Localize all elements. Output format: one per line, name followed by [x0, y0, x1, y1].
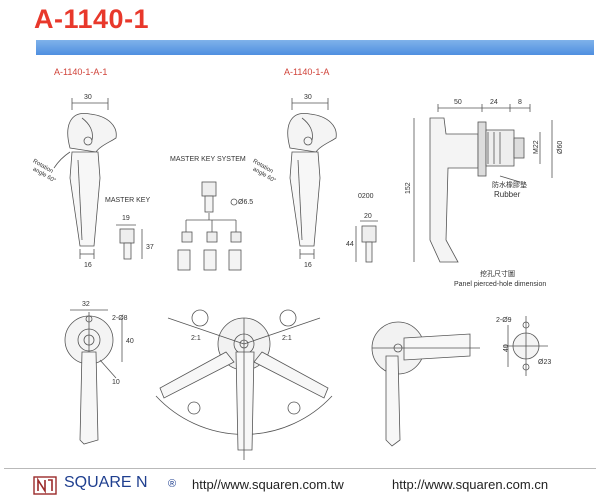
- dim-cut-holes: 2-Ø9: [496, 317, 512, 324]
- middle-handle-drawing: [287, 98, 337, 259]
- dim-front-holes: 2-Ø8: [112, 315, 128, 322]
- technical-drawing: A-1140-1-A-1 A-1140-1-A 30 16 Rotation a…: [32, 67, 564, 460]
- left-model-label: A-1140-1-A-1: [54, 67, 107, 77]
- panel-cutout-drawing: [504, 316, 548, 376]
- rubber-en-label: Rubber: [494, 190, 521, 199]
- scale-left-label: 2:1: [191, 335, 201, 342]
- dim-side-50: 50: [454, 99, 462, 106]
- master-key-system-drawing: [177, 181, 242, 271]
- front-view-drawing: [64, 309, 123, 445]
- dim-key2-width: 20: [364, 213, 372, 220]
- dim-side-152: 152: [405, 182, 412, 194]
- dim-mid-bottom: 16: [304, 262, 312, 269]
- dim-front-32: 32: [82, 301, 90, 308]
- dim-front-40: 40: [126, 338, 134, 345]
- master-key-label: MASTER KEY: [105, 197, 150, 204]
- dim-key-height: 37: [146, 244, 154, 251]
- dim-key2-height: 44: [346, 241, 354, 248]
- scale-right-label: 2:1: [282, 335, 292, 342]
- brand-name: SQUARE N: [64, 474, 148, 491]
- master-key-system-label: MASTER KEY SYSTEM: [170, 156, 246, 163]
- website-link-cn[interactable]: http://www.squaren.com.cn: [392, 477, 549, 492]
- page-title: A-1140-1: [34, 4, 150, 34]
- dim-side-d60: Ø60: [557, 141, 564, 154]
- side-view-drawing: [413, 104, 553, 263]
- brand-registered-mark: ®: [168, 478, 177, 490]
- key-0200-drawing: [355, 220, 378, 263]
- master-key-drawing: [116, 224, 143, 260]
- header-bar: [36, 40, 594, 55]
- dim-key-width: 19: [122, 215, 130, 222]
- left-handle-drawing: [53, 98, 117, 259]
- panel-en-label: Panel pierced-hole dimension: [454, 281, 546, 288]
- dim-hole: Ø6.5: [238, 199, 253, 206]
- part-code-label: 0200: [358, 193, 374, 200]
- panel-cn-label: 挖孔尺寸圖: [480, 269, 515, 278]
- right-front-view-drawing: [371, 321, 480, 447]
- mid-model-label: A-1140-1-A: [284, 67, 329, 77]
- square-n-logo-icon: [33, 476, 57, 495]
- website-link-tw[interactable]: http//www.squaren.com.tw: [192, 477, 344, 492]
- footer-divider: [4, 468, 596, 469]
- dim-left-width: 30: [84, 94, 92, 101]
- dim-side-8: 8: [518, 99, 522, 106]
- dim-mid-width: 30: [304, 94, 312, 101]
- rubber-cn-label: 防水橡膠墊: [492, 180, 527, 189]
- dim-side-m22: M22: [533, 140, 540, 154]
- rotation-diagram: [155, 309, 333, 460]
- dim-cut-40: 40: [503, 344, 510, 352]
- dim-cut-d23: Ø23: [538, 359, 551, 366]
- dim-front-10: 10: [112, 379, 120, 386]
- dim-side-24: 24: [490, 99, 498, 106]
- dim-left-bottom: 16: [84, 262, 92, 269]
